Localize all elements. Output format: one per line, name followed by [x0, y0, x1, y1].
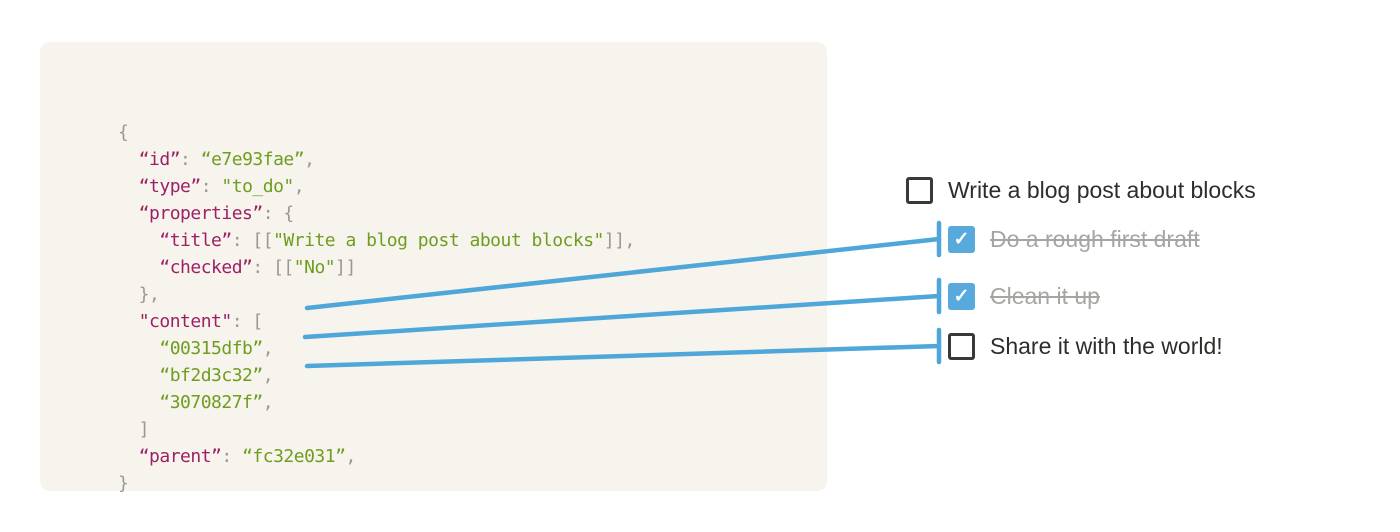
json-code-panel: { “id”: “e7e93fae”, “type”: "to_do", “pr… — [40, 42, 827, 494]
code-line: “00315dfb”, — [159, 338, 274, 359]
code-line: “type”: "to_do", — [138, 176, 305, 197]
code-line: { — [118, 122, 129, 143]
todo-item-parent: Write a blog post about blocks — [906, 176, 1256, 204]
todo-checkbox-checked[interactable]: ✓ — [948, 282, 975, 310]
todo-label: Clean it up — [990, 282, 1100, 309]
todo-checkbox[interactable] — [948, 332, 975, 360]
code-line: “bf2d3c32”, — [159, 365, 274, 386]
code-line: “id”: “e7e93fae”, — [138, 149, 315, 170]
code-line: “parent”: “fc32e031”, — [138, 446, 357, 467]
code-line: “title”: [["Write a blog post about bloc… — [159, 230, 635, 251]
todo-label: Do a rough first draft — [990, 225, 1200, 252]
todo-item-child: ✓ Clean it up — [948, 282, 1100, 310]
todo-checkbox-checked[interactable]: ✓ — [948, 225, 975, 253]
code-line: “properties”: { — [138, 203, 295, 224]
todo-label: Share it with the world! — [990, 332, 1223, 359]
todo-item-child: ✓ Do a rough first draft — [948, 225, 1200, 253]
code-line: “3070827f”, — [159, 392, 274, 413]
code-line: } — [118, 473, 129, 494]
todo-item-child: Share it with the world! — [948, 332, 1223, 360]
code-line: "content": [ — [138, 311, 264, 332]
code-line: }, — [118, 284, 160, 305]
todo-checkbox[interactable] — [906, 176, 933, 204]
todo-label: Write a blog post about blocks — [948, 176, 1256, 203]
code-line: ] — [118, 419, 150, 440]
code-block: { “id”: “e7e93fae”, “type”: "to_do", “pr… — [118, 119, 635, 497]
code-line: “checked”: [["No"]] — [159, 257, 356, 278]
